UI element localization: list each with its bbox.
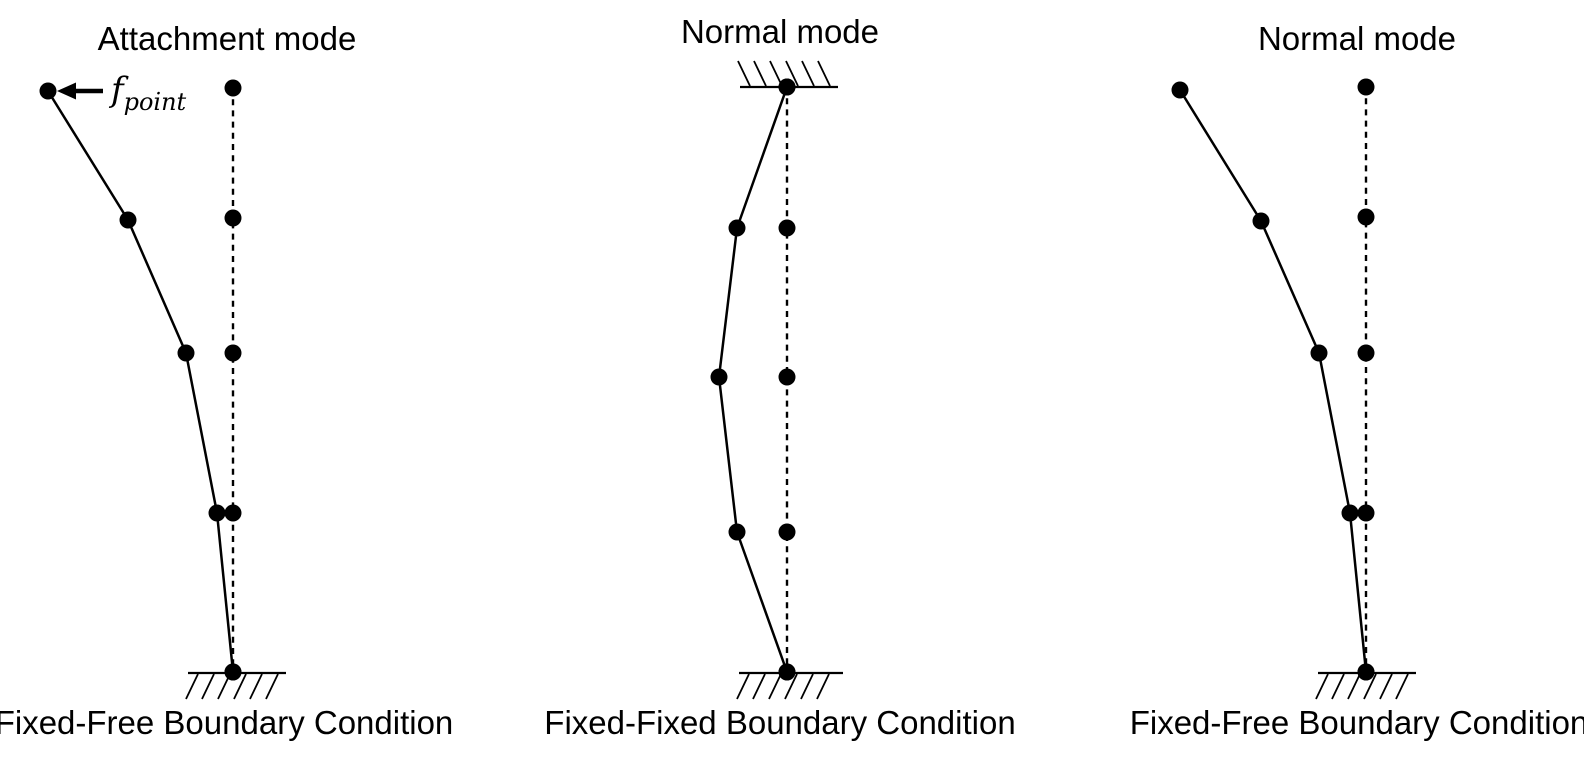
hatch-stroke	[801, 60, 815, 87]
deformed-node-dot	[1341, 504, 1359, 522]
deformed-node-dot	[778, 78, 796, 96]
deformed-node-dot	[778, 663, 796, 681]
panel-drawing	[710, 60, 843, 700]
hatch-stroke	[769, 60, 783, 87]
undeformed-node-dot	[224, 344, 242, 362]
hatch-stroke	[1347, 673, 1361, 700]
panel-title: Normal mode	[1258, 20, 1456, 57]
deformed-node-dot	[1310, 344, 1328, 362]
undeformed-node-dot	[778, 368, 796, 386]
hatch-stroke	[753, 60, 767, 87]
deformed-node-dot	[1252, 212, 1270, 230]
panel-attachment-mode-fixed-free: Attachment mode fpoint Fixed-Free Bounda…	[0, 20, 453, 741]
deformed-node-dot	[177, 344, 195, 362]
hatch-stroke	[800, 673, 814, 700]
panel-caption: Fixed-Free Boundary Condition	[0, 704, 453, 741]
hatch-stroke	[185, 673, 199, 700]
undeformed-node-dot	[1357, 208, 1375, 226]
force-label: fpoint	[108, 70, 187, 116]
deformed-node-dot	[119, 211, 137, 229]
hatch-stroke	[201, 673, 215, 700]
deformed-node-dot	[224, 663, 242, 681]
hatch-stroke	[1315, 673, 1329, 700]
panel-title: Normal mode	[681, 13, 879, 50]
deformed-node-dot	[1357, 663, 1375, 681]
undeformed-node-dot	[224, 504, 242, 522]
hatch-stroke	[736, 673, 750, 700]
hatch-stroke	[265, 673, 279, 700]
hatch-stroke	[1379, 673, 1393, 700]
undeformed-node-dot	[778, 219, 796, 237]
point-force-arrow	[57, 82, 103, 100]
panel-normal-mode-fixed-free: Normal mode Fixed-Free Boundary Conditio…	[1130, 20, 1584, 741]
undeformed-node-dot	[1357, 78, 1375, 96]
panel-caption: Fixed-Free Boundary Condition	[1130, 704, 1584, 741]
hatch-stroke	[233, 673, 247, 700]
panel-title: Attachment mode	[98, 20, 357, 57]
hatch-stroke	[768, 673, 782, 700]
deformed-shape-line	[717, 85, 789, 674]
deformed-node-dot	[728, 219, 746, 237]
panel-drawing	[39, 79, 286, 700]
undeformed-node-dot	[1357, 504, 1375, 522]
hatch-stroke	[249, 673, 263, 700]
deformed-node-dot	[710, 368, 728, 386]
panel-normal-mode-fixed-fixed: Normal mode Fixed-Fixed Boundary Conditi…	[544, 13, 1015, 741]
deformed-node-dot	[1171, 81, 1189, 99]
hatch-stroke	[1331, 673, 1345, 700]
hatch-stroke	[784, 673, 798, 700]
deformed-shape-line	[46, 89, 235, 674]
undeformed-node-dot	[1357, 344, 1375, 362]
hatch-stroke	[1395, 673, 1409, 700]
hatch-stroke	[752, 673, 766, 700]
deformed-node-dot	[208, 504, 226, 522]
deformed-node-dot	[728, 523, 746, 541]
panel-caption: Fixed-Fixed Boundary Condition	[544, 704, 1015, 741]
undeformed-node-dot	[224, 79, 242, 97]
arrow-head	[57, 82, 76, 100]
deformed-node-dot	[39, 82, 57, 100]
force-subscript: point	[124, 88, 187, 116]
hatch-stroke	[785, 60, 799, 87]
undeformed-node-dot	[224, 209, 242, 227]
hatch-stroke	[816, 673, 830, 700]
hatch-stroke	[737, 60, 751, 87]
hatch-stroke	[1363, 673, 1377, 700]
panel-drawing	[1171, 78, 1416, 700]
hatch-stroke	[817, 60, 831, 87]
undeformed-node-dot	[778, 523, 796, 541]
deformed-shape-line	[1178, 88, 1368, 674]
